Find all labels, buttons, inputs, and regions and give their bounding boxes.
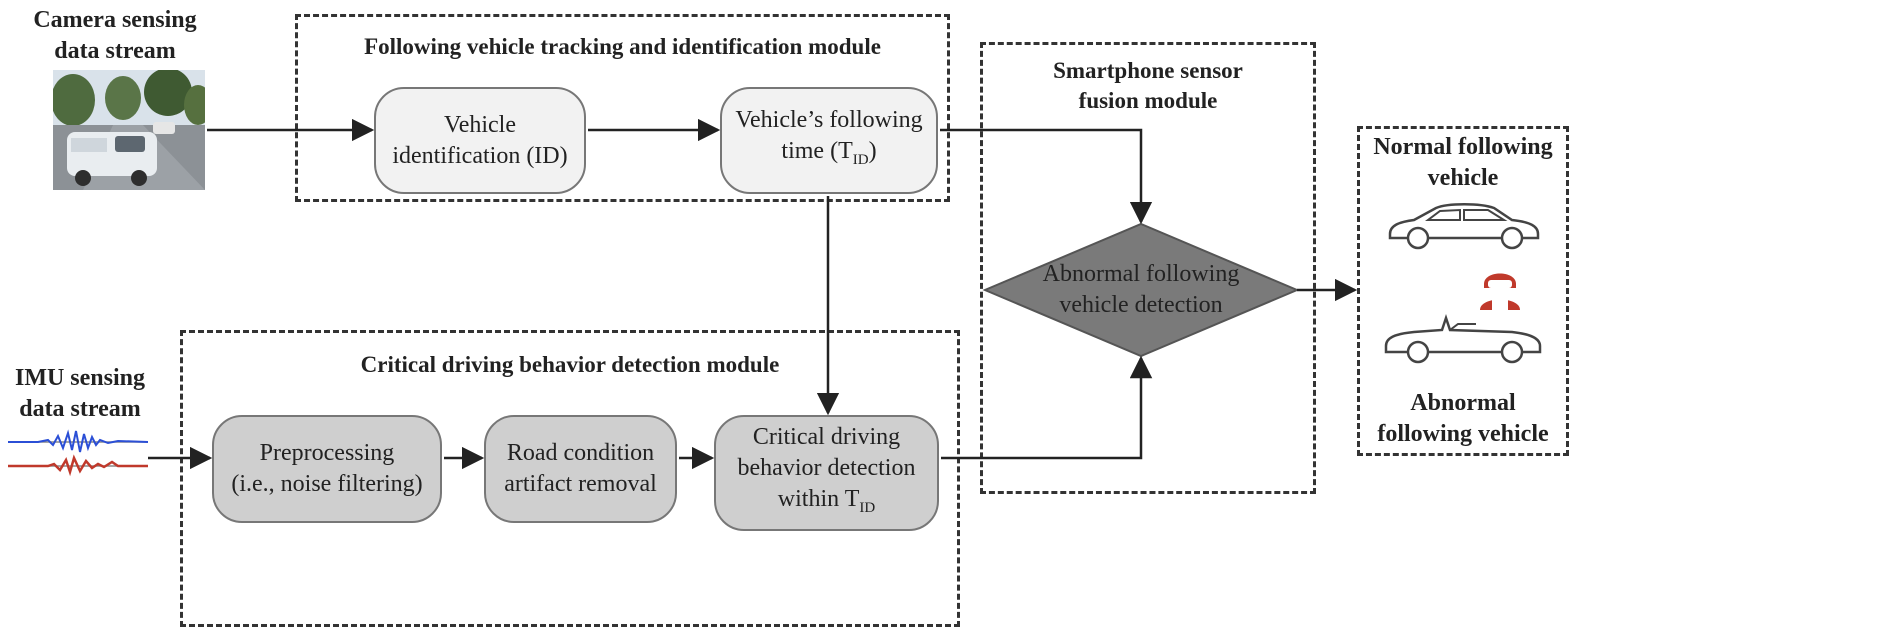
hacker-icon bbox=[1478, 264, 1522, 312]
critical-behavior-box: Critical driving behavior detection with… bbox=[714, 415, 939, 531]
following-time-box: Vehicle’s following time (TID) bbox=[720, 87, 938, 194]
convertible-car-graphic bbox=[1384, 314, 1542, 364]
fusion-module-frame bbox=[980, 42, 1316, 494]
road-condition-box: Road condition artifact removal bbox=[484, 415, 677, 523]
critical-module-title: Critical driving behavior detection modu… bbox=[360, 352, 780, 377]
imu-waveform-icon bbox=[8, 428, 149, 480]
abnormal-vehicle-label: Abnormal following vehicle bbox=[1377, 390, 1549, 447]
tracking-module-frame bbox=[295, 14, 950, 202]
arrow-behavior-to-fusion bbox=[941, 355, 1153, 460]
detection-diamond-label: Abnormal following vehicle detection bbox=[1042, 261, 1240, 318]
sedan-car-graphic bbox=[1388, 203, 1540, 250]
imu-waveform-graphic bbox=[8, 429, 149, 477]
preprocessing-box: Preprocessing (i.e., noise filtering) bbox=[212, 415, 442, 523]
hacker-graphic bbox=[1480, 273, 1520, 310]
normal-vehicle-label: Normal following vehicle bbox=[1373, 134, 1553, 191]
convertible-car-icon bbox=[1380, 310, 1546, 366]
arrow-time-to-fusion bbox=[940, 128, 1153, 225]
imu-stream-label: IMU sensing data stream bbox=[14, 365, 146, 422]
tracking-module-title: Following vehicle tracking and identific… bbox=[364, 34, 881, 59]
camera-photo bbox=[51, 68, 212, 190]
vehicle-identification-box: Vehicle identification (ID) bbox=[374, 87, 586, 194]
camera-photo-graphic bbox=[51, 68, 212, 190]
critical-module-frame bbox=[180, 330, 960, 627]
sedan-car-icon bbox=[1384, 200, 1544, 252]
camera-stream-label: Camera sensing data stream bbox=[33, 7, 197, 64]
fusion-module-title: Smartphone sensor fusion module bbox=[1053, 58, 1243, 113]
output-frame bbox=[1357, 126, 1569, 456]
